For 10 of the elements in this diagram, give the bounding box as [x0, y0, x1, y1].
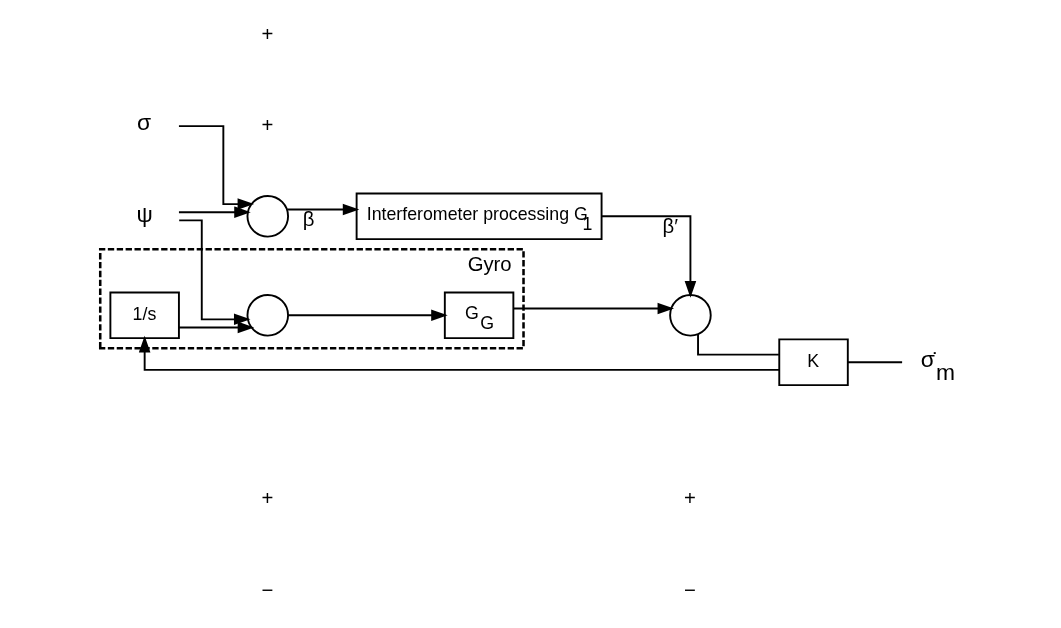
node-text: ψ	[136, 200, 153, 227]
label: +	[261, 487, 274, 510]
label: +	[261, 22, 274, 45]
label: +	[261, 114, 274, 137]
label: +	[684, 487, 696, 510]
node-text: σ	[137, 109, 152, 136]
label: −	[261, 578, 274, 601]
edge-label: β′	[662, 214, 679, 237]
edge-label: β	[302, 207, 315, 230]
label: −	[684, 578, 696, 601]
